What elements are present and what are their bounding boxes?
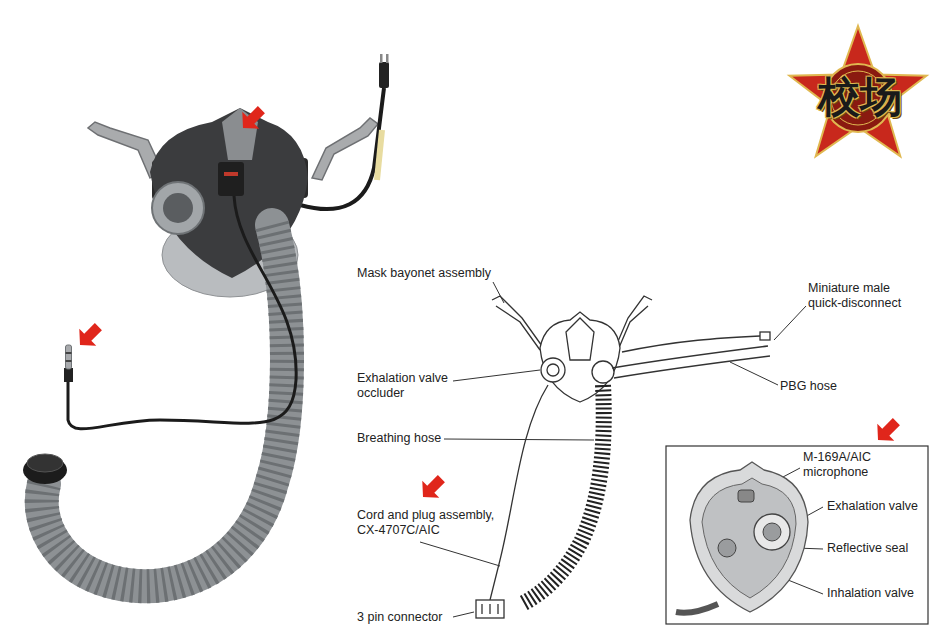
part-label: Cord and plug assembly, CX-4707C/AIC xyxy=(357,508,505,538)
breathing-hose-drawing xyxy=(522,385,604,604)
part-label: Exhalation valve xyxy=(827,499,918,514)
part-label: M-169A/AIC microphone xyxy=(803,450,885,480)
mask-photo xyxy=(23,54,389,586)
part-label: 3 pin connector xyxy=(357,610,442,625)
part-label: Breathing hose xyxy=(357,431,441,446)
part-label: Miniature male quick-disconnect xyxy=(808,281,908,311)
part-label: Exhalation valve occluder xyxy=(357,371,457,401)
watermark: 校场 xyxy=(810,74,910,120)
part-label: Inhalation valve xyxy=(827,586,914,601)
logo-star xyxy=(790,26,927,156)
red-arrow xyxy=(72,101,905,505)
part-label: Reflective seal xyxy=(827,541,908,556)
leader-line xyxy=(420,282,823,617)
part-label: Mask bayonet assembly xyxy=(357,266,491,281)
part-label: PBG hose xyxy=(780,379,837,394)
inset-frame xyxy=(666,446,928,624)
